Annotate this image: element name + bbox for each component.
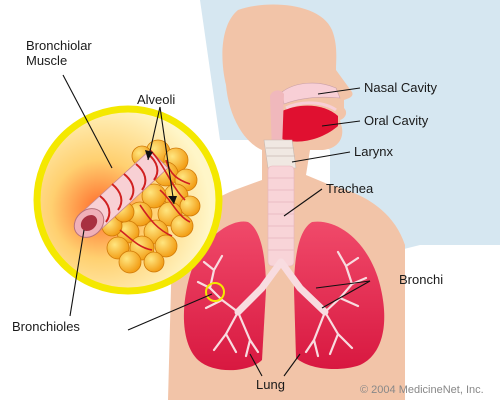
label-bronchiolar-line1: Bronchiolar [26, 38, 92, 53]
label-lung: Lung [256, 377, 285, 392]
leader-bronchi-2 [321, 280, 371, 309]
label-bronchiolar-line2: Muscle [26, 53, 68, 68]
arrowheads [145, 150, 177, 204]
leader-oral-cavity [321, 120, 361, 127]
leader-alveoli-1 [147, 106, 161, 161]
label-larynx: Larynx [354, 144, 394, 159]
leader-trachea [283, 188, 323, 217]
leader-larynx [291, 151, 351, 163]
leader-bronchioles-2 [127, 293, 213, 331]
label-bronchioles: Bronchioles [12, 319, 80, 334]
leader-lines [62, 74, 371, 377]
label-alveoli: Alveoli [137, 92, 176, 107]
nasal-cavity-shape [281, 82, 341, 105]
zoom-marker [205, 282, 225, 302]
leader-alveoli-2 [159, 106, 175, 205]
left-lung-shape [183, 221, 266, 371]
copyright-text: © 2004 MedicineNet, Inc. [360, 384, 484, 396]
label-bronchi: Bronchi [399, 272, 444, 287]
oral-cavity-shape [280, 105, 338, 142]
label-nasal-cavity: Nasal Cavity [364, 80, 437, 95]
label-trachea: Trachea [326, 181, 374, 196]
alveoli-cluster [101, 139, 201, 274]
larynx-shape [263, 139, 297, 169]
pharynx-shape [270, 90, 284, 150]
bronchiolar-muscle [119, 149, 191, 251]
leader-lung-2 [283, 353, 301, 377]
leader-bronchiolar-muscle [62, 74, 113, 169]
leader-lung-1 [249, 353, 263, 377]
bronchial-tree [196, 250, 368, 358]
leader-bronchi-1 [315, 280, 371, 289]
bronchiole-tube [73, 149, 169, 238]
label-bronchiolar-muscle: Bronchiolar Muscle [26, 38, 92, 68]
label-oral-cavity: Oral Cavity [364, 113, 429, 128]
leader-bronchioles [69, 229, 85, 317]
magnified-inset [33, 105, 223, 295]
trachea-shape [267, 165, 295, 267]
leader-nasal-cavity [317, 87, 361, 95]
